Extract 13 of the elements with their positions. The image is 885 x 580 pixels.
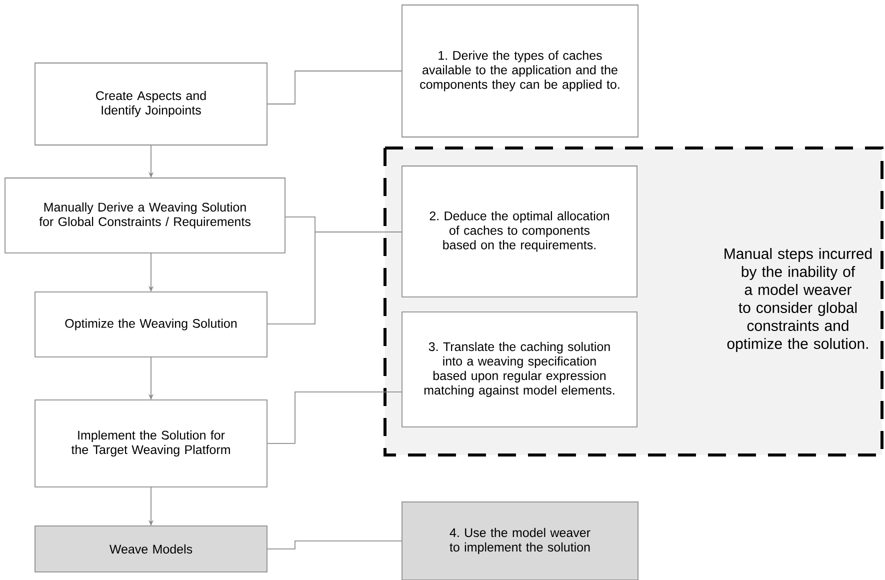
connector: [267, 540, 402, 550]
note-box: 4. Use the model weaver to implement the solution: [402, 502, 638, 580]
note-box: 1. Derive the types of caches available to the application and the components they can be applied to.: [402, 4, 638, 138]
process-box: Create Aspects and Identify Joinpoints: [34, 62, 268, 146]
connector: [267, 232, 402, 324]
process-box: Weave Models: [34, 526, 268, 572]
process-box: Implement the Solution for the Target Weaving Platform: [34, 400, 268, 488]
process-box: Manually Derive a Weaving Solution for Global Constraints / Requirements: [4, 178, 286, 254]
connector: [267, 392, 402, 444]
connector: [267, 70, 402, 104]
process-box: Optimize the Weaving Solution: [34, 292, 268, 358]
note-box: 3. Translate the caching solution into a weaving specification based upon regular expression matching against model elements.: [402, 312, 638, 428]
note-box: 2. Deduce the optimal allocation of caches to components based on the requirements.: [402, 166, 638, 298]
